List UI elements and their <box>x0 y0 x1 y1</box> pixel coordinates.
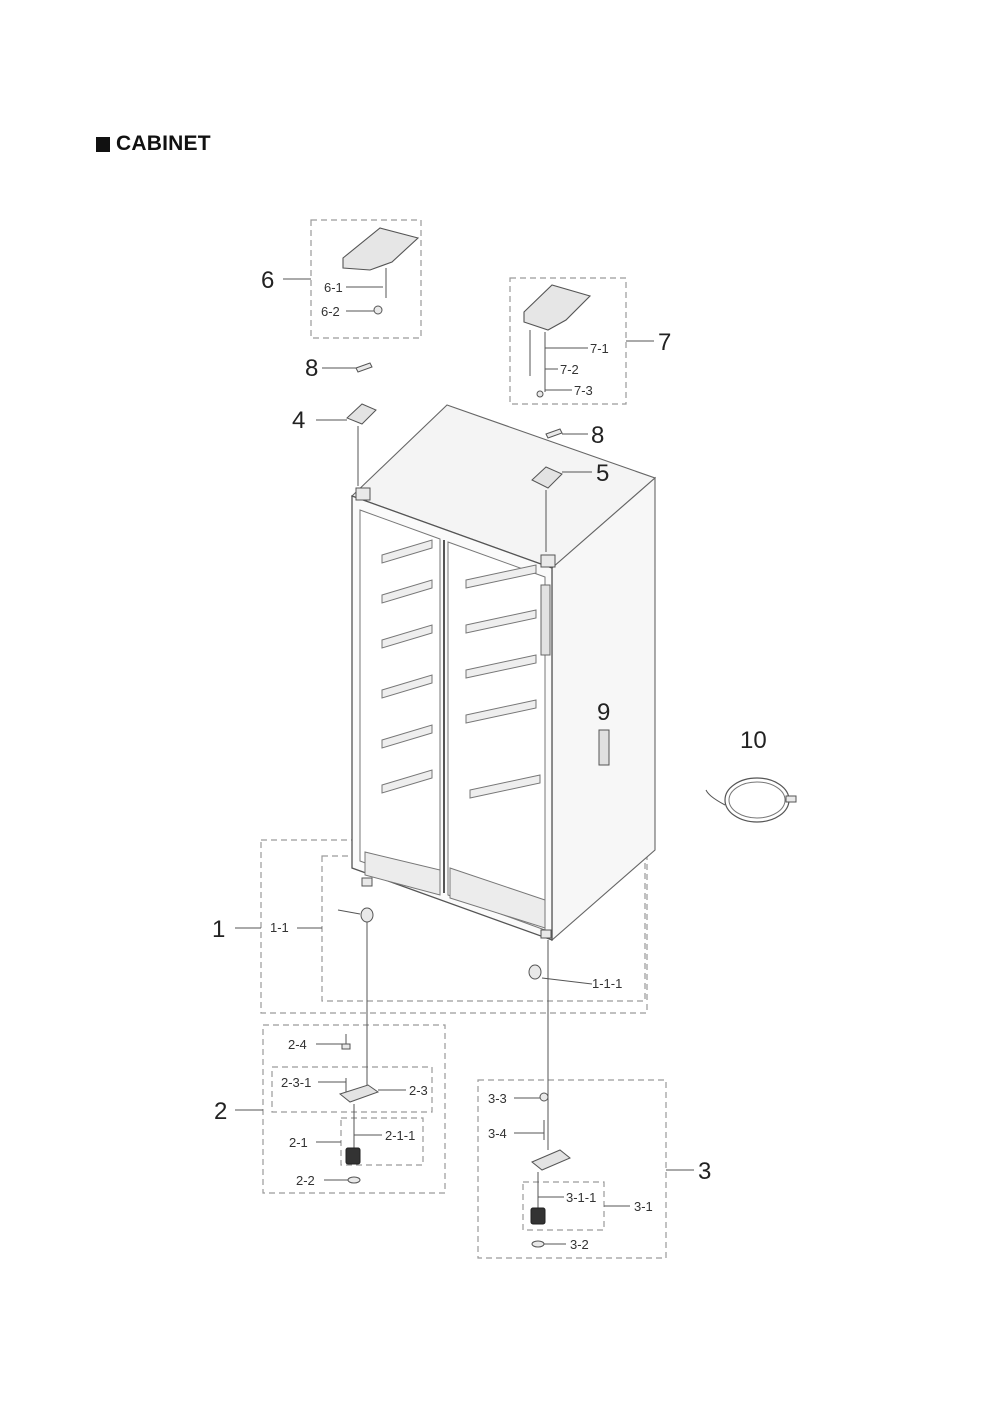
hinge-cover-part-4 <box>346 403 377 486</box>
label-8-left: 8 <box>305 355 318 382</box>
label-1-1: 1-1 <box>270 920 289 935</box>
label-7-2: 7-2 <box>560 362 579 377</box>
leader-lines <box>235 278 694 1245</box>
group-box-2-3 <box>271 1066 433 1113</box>
group-box-6 <box>310 219 422 339</box>
sensor-part-9 <box>598 729 610 766</box>
hinge-top-left-part-6 <box>342 227 420 315</box>
section-title: CABINET <box>96 132 211 156</box>
label-10: 10 <box>740 727 767 754</box>
label-5: 5 <box>596 460 609 487</box>
label-2-3: 2-3 <box>409 1083 428 1098</box>
label-6-1: 6-1 <box>324 280 343 295</box>
label-7-1: 7-1 <box>590 341 609 356</box>
label-7: 7 <box>658 329 671 356</box>
label-3-3: 3-3 <box>488 1091 507 1106</box>
label-3-1: 3-1 <box>634 1199 653 1214</box>
label-8-right: 8 <box>591 422 604 449</box>
label-2-3-1: 2-3-1 <box>281 1075 311 1090</box>
pin-part-8-left <box>355 362 373 373</box>
label-7-3: 7-3 <box>574 383 593 398</box>
label-6-2: 6-2 <box>321 304 340 319</box>
group-box-2 <box>262 1024 446 1194</box>
label-2-4: 2-4 <box>288 1037 307 1052</box>
label-1: 1 <box>212 916 225 943</box>
label-3: 3 <box>698 1158 711 1185</box>
section-title-text: CABINET <box>116 132 211 155</box>
label-6: 6 <box>261 267 274 294</box>
label-3-4: 3-4 <box>488 1126 507 1141</box>
leveling-assembly-part-2 <box>337 907 380 1184</box>
title-square-icon <box>96 136 110 152</box>
hinge-cover-part-5 <box>531 466 563 552</box>
label-2-1-1: 2-1-1 <box>385 1128 415 1143</box>
group-box-3 <box>477 1079 667 1259</box>
label-1-1-1: 1-1-1 <box>592 976 622 991</box>
label-2-1: 2-1 <box>289 1135 308 1150</box>
hinge-top-right-part-7 <box>523 284 592 398</box>
label-9: 9 <box>597 699 610 726</box>
leveling-assembly-part-3 <box>528 940 593 1248</box>
pin-part-8-right <box>545 428 563 439</box>
group-box-7 <box>509 277 627 405</box>
power-cord-part-10 <box>705 777 797 823</box>
label-3-1-1: 3-1-1 <box>566 1190 596 1205</box>
label-2: 2 <box>214 1098 227 1125</box>
cabinet-body <box>350 404 657 942</box>
label-3-2: 3-2 <box>570 1237 589 1252</box>
label-4: 4 <box>292 407 305 434</box>
label-2-2: 2-2 <box>296 1173 315 1188</box>
